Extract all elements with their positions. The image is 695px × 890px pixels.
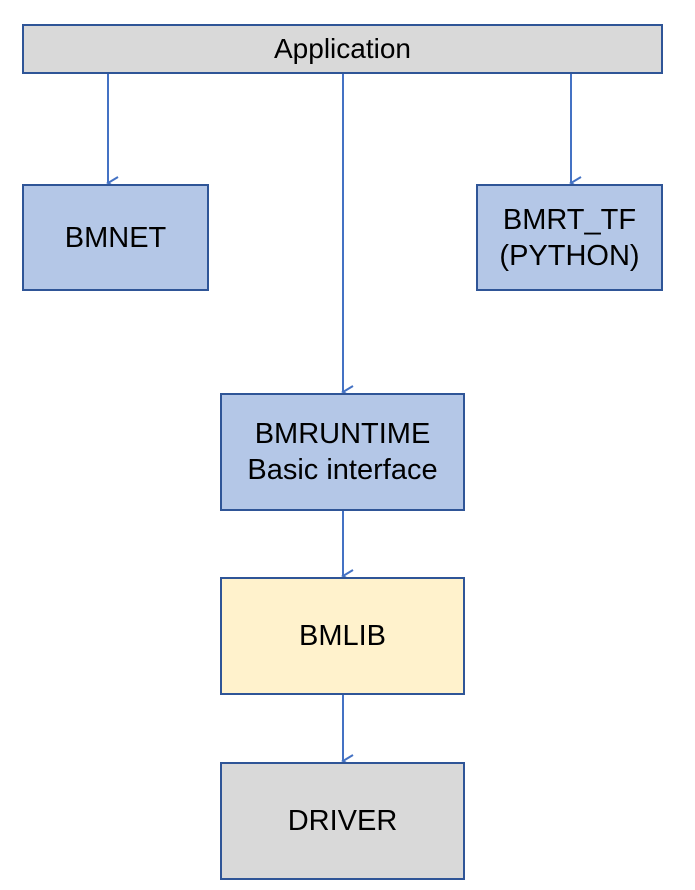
driver-box: DRIVER — [220, 762, 465, 880]
bmlib-box: BMLIB — [220, 577, 465, 695]
bmrt-tf-box: BMRT_TF (PYTHON) — [476, 184, 663, 291]
bmnet-box: BMNET — [22, 184, 209, 291]
application-label: Application — [274, 33, 411, 64]
application-box: Application — [22, 24, 663, 74]
driver-label: DRIVER — [287, 805, 398, 837]
bmnet-label: BMNET — [64, 221, 167, 254]
bmlib-label: BMLIB — [298, 620, 387, 652]
bmruntime-label: BMRUNTIME — [254, 418, 431, 450]
bmruntime-sublabel: Basic interface — [247, 454, 438, 486]
bmruntime-box: BMRUNTIME Basic interface — [220, 393, 465, 511]
bmrt-tf-label: BMRT_TF — [502, 203, 637, 236]
bmrt-tf-sublabel: (PYTHON) — [499, 239, 640, 272]
